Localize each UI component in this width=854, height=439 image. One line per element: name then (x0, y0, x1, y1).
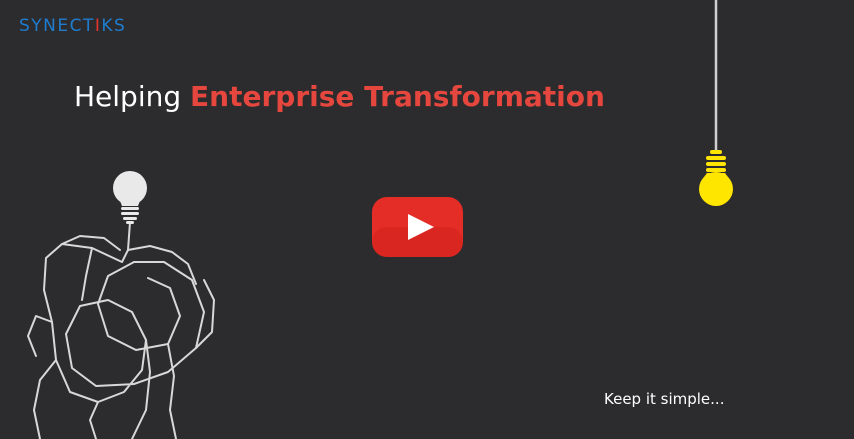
lightbulb-off-icon (113, 171, 147, 224)
headline-emphasis: Enterprise Transformation (190, 80, 605, 113)
brand-logo-accent: I (94, 16, 102, 36)
play-triangle-icon (408, 214, 434, 240)
lightbulb-on-icon (699, 150, 733, 206)
tagline: Keep it simple... (604, 390, 725, 408)
headline-lead: Helping (74, 80, 191, 113)
brand-logo-prefix: SYNECT (19, 16, 95, 36)
tangled-wire (27, 221, 215, 439)
brand-logo-suffix: KS (101, 16, 127, 36)
youtube-play-icon[interactable] (372, 197, 463, 257)
play-button-shade (372, 227, 463, 257)
brand-logo: SYNECTIKS (19, 16, 126, 36)
page-title: Helping Enterprise Transformation (74, 80, 605, 113)
